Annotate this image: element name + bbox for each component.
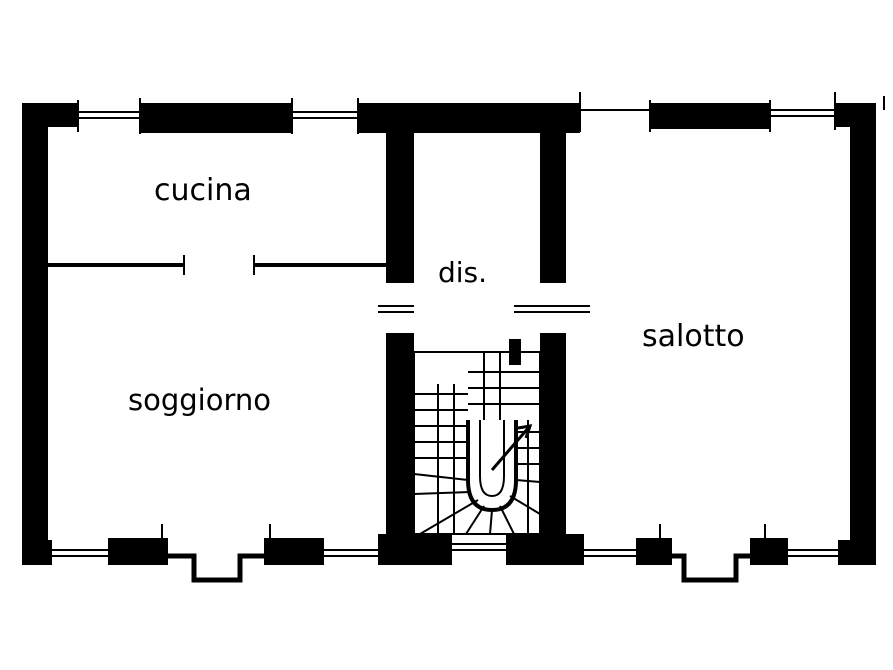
room-label-salotto: salotto [642, 319, 745, 354]
kitchen-partition [48, 255, 386, 275]
corridor-door-lines [378, 281, 590, 335]
top-wall-segment [140, 103, 292, 133]
staircase [413, 339, 541, 535]
room-label-cucina: cucina [154, 173, 252, 208]
bottom-wall-segment [750, 538, 788, 565]
corridor-left-wall-upper [386, 130, 414, 282]
bottom-wall-segment [636, 538, 672, 565]
corridor-right-wall-lower [540, 334, 566, 540]
bottom-wall-segment [264, 538, 324, 565]
bottom-wall-segment [838, 540, 876, 565]
top-wall-segment [650, 103, 770, 129]
room-label-soggiorno: soggiorno [128, 383, 271, 417]
top-wall-segment [22, 103, 78, 127]
bay-outlines [166, 553, 752, 583]
bottom-wall-segment [108, 538, 168, 565]
interior-walls [386, 130, 566, 540]
outer-walls [22, 103, 876, 565]
corridor-left-wall-lower [386, 334, 414, 540]
window-lines [52, 109, 838, 557]
corridor-right-wall-upper [540, 130, 566, 282]
window-ticks [77, 92, 885, 540]
bay-left [166, 553, 266, 583]
right-outer-wall [850, 103, 876, 565]
left-outer-wall [22, 103, 48, 565]
bay-right [670, 553, 752, 583]
top-wall-segment [835, 103, 876, 127]
top-wall-segment [358, 103, 580, 133]
room-label-dis: dis. [438, 256, 487, 289]
bottom-wall-segment [22, 540, 52, 565]
